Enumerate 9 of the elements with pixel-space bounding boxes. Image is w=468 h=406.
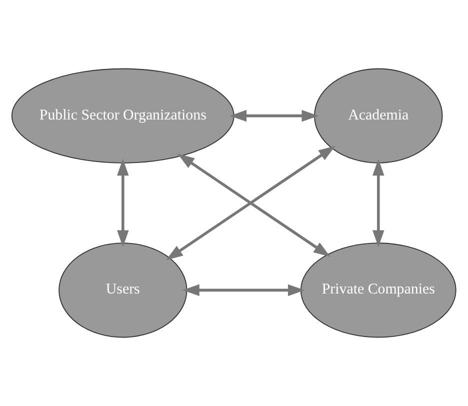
arrow (230, 110, 319, 122)
node-ellipse: Users (58, 242, 188, 338)
node-ellipse: Public Sector Organizations (11, 68, 234, 164)
arrow (166, 146, 336, 260)
arrow (117, 158, 129, 248)
arrow (372, 158, 384, 248)
arrow (178, 154, 330, 257)
node-ellipse: Academia (314, 68, 443, 164)
arrow (182, 284, 305, 296)
